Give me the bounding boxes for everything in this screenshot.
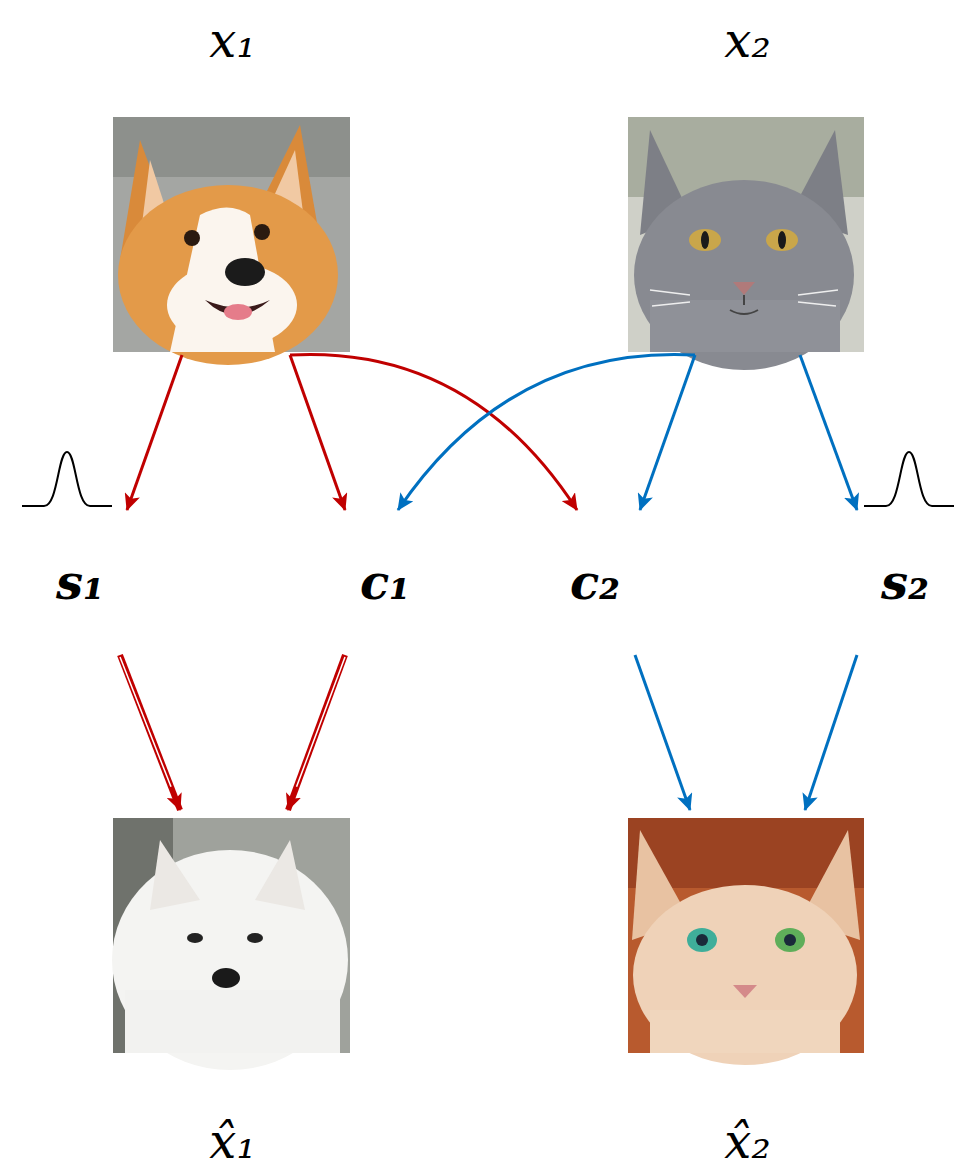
arrow-line: [120, 655, 180, 810]
arrow-line: [127, 355, 182, 510]
double-line-gap: [297, 657, 345, 787]
arrow-connector: [290, 355, 345, 510]
diagram-node: x₂: [625, 14, 870, 355]
corgi-photo: [113, 117, 350, 365]
arrow-connector: [800, 355, 857, 510]
cream-cat-photo: [628, 818, 864, 1065]
diagram-node: x̂₂: [625, 810, 870, 1168]
arrow-line: [805, 655, 857, 810]
diagram-node: c₂: [540, 510, 650, 655]
grey-cat-photo: [628, 117, 864, 370]
double-line-gap: [120, 657, 171, 787]
math-label: c₁: [360, 556, 410, 609]
math-label: x₂: [724, 14, 770, 67]
diagram-node: x₁: [110, 14, 355, 355]
arrow-line: [398, 354, 695, 510]
arrow-connector: [120, 655, 180, 810]
samoyed-photo: [112, 818, 350, 1070]
arrow-connector: [127, 355, 182, 510]
gaussian-symbol: [22, 452, 112, 506]
arrow-line: [635, 655, 690, 810]
arrow-line: [640, 355, 695, 510]
math-label: s₁: [56, 556, 104, 609]
math-label: s₂: [881, 556, 929, 609]
arrow-line: [800, 355, 857, 510]
arrow-line: [290, 355, 345, 510]
diagram-node: s₂: [845, 510, 965, 655]
arrow-connector: [288, 655, 345, 810]
arrow-connector: [805, 655, 857, 810]
diagram-node: x̂₁: [110, 810, 355, 1168]
arrow-connector: [290, 354, 577, 510]
math-label: x̂₂: [724, 1115, 770, 1168]
arrow-connector: [640, 355, 695, 510]
arrow-line: [288, 655, 345, 810]
gaussian-symbol: [864, 452, 954, 506]
arrow-connector: [635, 655, 690, 810]
arrow-connector: [398, 354, 695, 510]
math-label: x₁: [209, 14, 255, 67]
math-label: c₂: [570, 556, 620, 609]
diagram-node: c₁: [330, 510, 440, 655]
diagram-node: s₁: [20, 510, 140, 655]
arrow-line: [290, 354, 577, 510]
math-label: x̂₁: [209, 1115, 255, 1168]
